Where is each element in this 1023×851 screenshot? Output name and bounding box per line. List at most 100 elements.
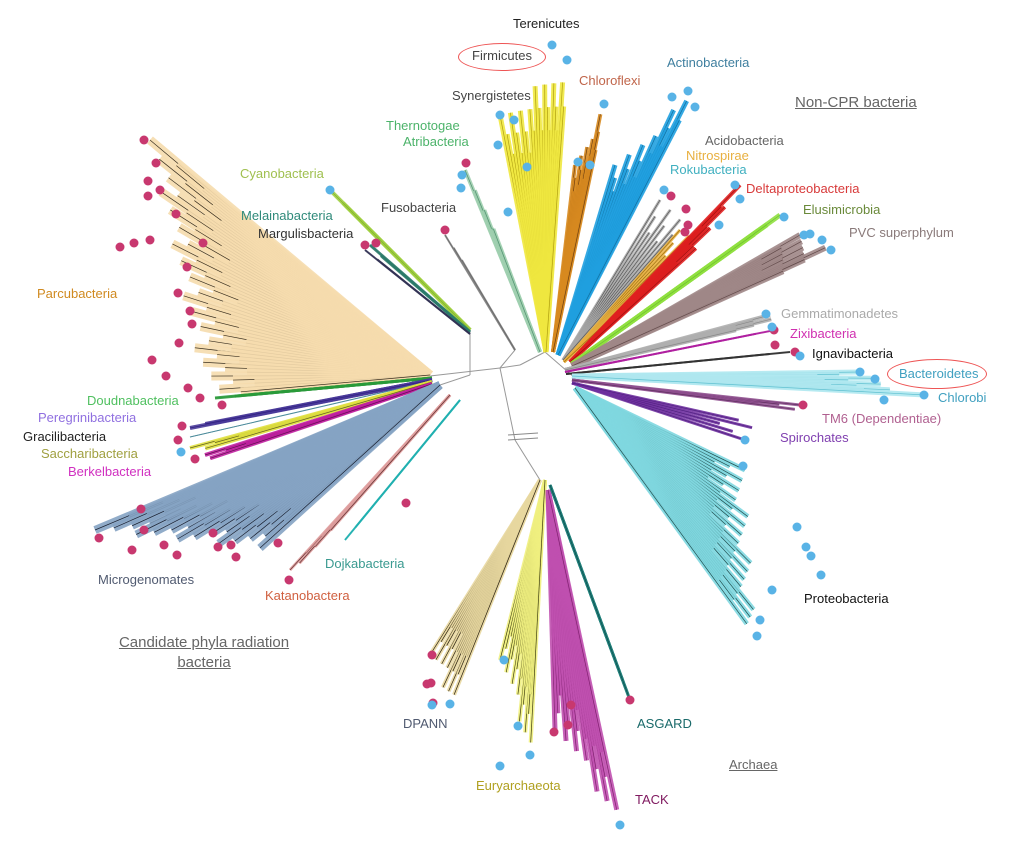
non-cpr-tip-dot (493, 140, 503, 150)
clade-parcubacteria (147, 136, 433, 397)
cpr-tip-dot (190, 454, 200, 464)
cpr-tip-dot (173, 435, 183, 445)
cpr-tip-dot (147, 355, 157, 365)
non-cpr-tip-dot (740, 435, 750, 445)
non-cpr-tip-dot (826, 245, 836, 255)
non-cpr-tip-dot (805, 229, 815, 239)
clade-cyanobacteria (328, 188, 472, 332)
clade-dojkabacteria (344, 399, 461, 541)
cpr-tip-dot (139, 525, 149, 535)
cpr-tip-dot (94, 533, 104, 543)
archaea-title: Archaea (729, 757, 778, 772)
cpr-tip-dot (198, 238, 208, 248)
backbone-branch (514, 439, 541, 481)
cpr-tip-dot (173, 288, 183, 298)
clade-label-cyanobacteria: Cyanobacteria (240, 166, 324, 181)
non-cpr-tip-dot (817, 235, 827, 245)
clade-label-katanobactera: Katanobactera (265, 588, 350, 603)
clade-branch-line (205, 381, 433, 449)
non-cpr-tip-dot (615, 820, 625, 830)
cpr-tip-dot (231, 552, 241, 562)
non-cpr-tip-dot (738, 461, 748, 471)
clade-label-nitrospirae: Nitrospirae (686, 148, 749, 163)
clade-branch-line (571, 247, 735, 365)
non-cpr-tip-dot (767, 322, 777, 332)
cpr-tip-dot (208, 528, 218, 538)
clade-saccharibacteria (189, 380, 433, 451)
non-cpr-tip-dot (683, 86, 693, 96)
clade-proteobacteria (572, 385, 756, 626)
cpr-tip-dot (183, 383, 193, 393)
cpr-tip-dot (566, 700, 576, 710)
non-cpr-tip-dot (499, 655, 509, 665)
clade-label-berkelbacteria: Berkelbacteria (68, 464, 152, 479)
cpr-tip-dot (217, 400, 227, 410)
cpr-tip-dot (172, 550, 182, 560)
non-cpr-tip-dot (509, 115, 519, 125)
cpr-tip-dot (213, 542, 223, 552)
cpr-tip-dot (195, 393, 205, 403)
non-cpr-tip-dot (795, 351, 805, 361)
clade-label-synergistetes: Synergistetes (452, 88, 531, 103)
clade-deltaproteobacteria (568, 183, 742, 364)
cpr-tip-dot (155, 185, 165, 195)
non-cpr-tip-dot (522, 162, 532, 172)
cpr-tip-dot (549, 727, 559, 737)
clade-tm6 (571, 378, 801, 411)
clade-label-zixibacteria: Zixibacteria (790, 326, 857, 341)
clade-label-tm6-dependentiae: TM6 (Dependentiae) (822, 411, 942, 426)
backbone-branch (544, 351, 561, 366)
non-cpr-tip-dot (495, 761, 505, 771)
clade-branch-line (574, 387, 748, 624)
cpr-tip-dot (461, 158, 471, 168)
branch-break-mark (507, 437, 539, 441)
clade-label-pvc-superphylum: PVC superphylum (849, 225, 954, 240)
non-cpr-tip-dot (456, 183, 466, 193)
clade-label-chlorobi: Chlorobi (938, 390, 987, 405)
non-cpr-tip-dot (879, 395, 889, 405)
cpr-tip-dot (680, 227, 690, 237)
cpr-tip-dot (226, 540, 236, 550)
cpr-tip-dot (681, 204, 691, 214)
clade-zixibacteria (564, 329, 776, 373)
cpr-tip-dot (440, 225, 450, 235)
clade-branch-line (254, 377, 433, 395)
clade-label-firmicutes: Firmicutes (472, 48, 532, 63)
cpr-tip-dot (161, 371, 171, 381)
backbone-branch (439, 374, 471, 386)
clade-branch-line (564, 333, 756, 373)
cpr-tip-dot (185, 306, 195, 316)
non-cpr-tip-dot (761, 309, 771, 319)
clade-acidobacteria (561, 199, 682, 361)
clade-label-tack: TACK (635, 792, 669, 807)
non-cpr-tip-dot (325, 185, 335, 195)
clade-branch-line (569, 248, 697, 363)
clade-label-dojkabacteria: Dojkabacteria (325, 556, 405, 571)
clade-branch-line (545, 106, 565, 353)
non-cpr-tip-dot (806, 551, 816, 561)
cpr-tip-dot (683, 220, 693, 230)
non-cpr-title: Non-CPR bacteria (795, 94, 917, 111)
non-cpr-tip-dot (735, 194, 745, 204)
cpr-tip-dot (151, 158, 161, 168)
non-cpr-tip-dot (919, 390, 929, 400)
clade-branch-line (571, 379, 795, 410)
non-cpr-tip-dot (525, 750, 535, 760)
clade-branch-line (549, 484, 629, 696)
clade-berkelbacteria (204, 382, 433, 461)
non-cpr-tip-dot (816, 570, 826, 580)
non-cpr-tip-dot (427, 700, 437, 710)
cpr-tip-dot (115, 242, 125, 252)
cpr-tip-dot (371, 238, 381, 248)
cpr-tip-dot (427, 650, 437, 660)
clade-label-atribacteria: Atribacteria (403, 134, 469, 149)
clade-gemmatimonadetes (564, 313, 772, 372)
clade-label-spirochates: Spirochates (780, 430, 849, 445)
non-cpr-tip-dot (457, 170, 467, 180)
clade-label-thernotogae: Thernotogae (386, 118, 460, 133)
backbone-branch (499, 349, 516, 369)
non-cpr-tip-dot (659, 185, 669, 195)
non-cpr-tip-dot (690, 102, 700, 112)
clade-label-ignavibacteria: Ignavibacteria (812, 346, 893, 361)
